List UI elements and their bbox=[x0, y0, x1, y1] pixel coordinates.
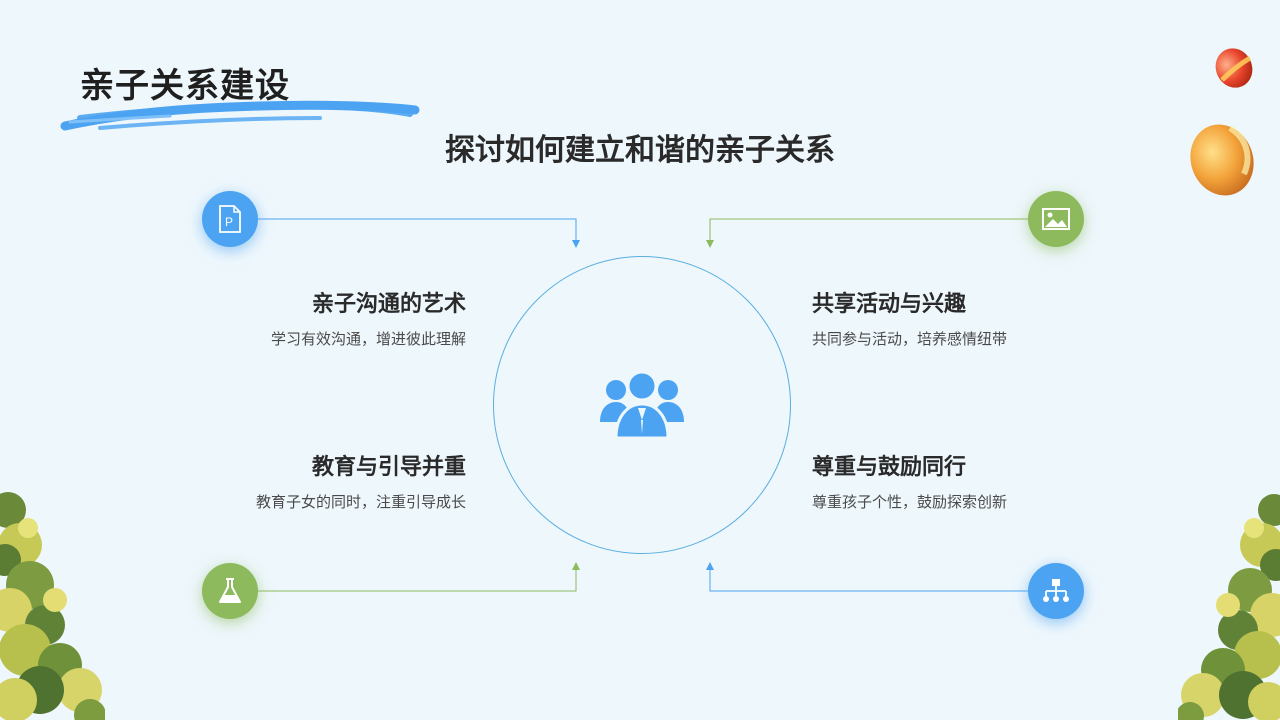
item-title: 共享活动与兴趣 bbox=[812, 292, 967, 317]
center-circle bbox=[493, 256, 791, 554]
item-desc: 学习有效沟通，增进彼此理解 bbox=[270, 330, 466, 348]
item-communication: 亲子沟通的艺术 学习有效沟通，增进彼此理解 bbox=[271, 286, 466, 349]
flask-icon bbox=[219, 578, 241, 603]
svg-text:P: P bbox=[225, 215, 233, 229]
people-group-icon bbox=[600, 370, 684, 440]
node-top-left: P bbox=[202, 191, 258, 247]
arrow-bottom-left bbox=[572, 562, 580, 570]
connector-top-right bbox=[709, 218, 1028, 245]
item-desc: 共同参与活动，培养感情纽带 bbox=[812, 330, 1008, 348]
node-top-right bbox=[1028, 191, 1084, 247]
item-title: 尊重与鼓励同行 bbox=[812, 455, 967, 480]
page-title: 亲子关系建设 bbox=[80, 66, 290, 106]
connector-top-left bbox=[258, 218, 577, 245]
balloon-red-icon bbox=[1215, 48, 1253, 88]
item-title: 亲子沟通的艺术 bbox=[311, 292, 466, 317]
page-subtitle: 探讨如何建立和谐的亲子关系 bbox=[445, 133, 835, 168]
arrow-bottom-right bbox=[706, 562, 714, 570]
item-desc: 尊重孩子个性，鼓励探索创新 bbox=[812, 493, 1008, 511]
connector-bottom-left bbox=[258, 565, 577, 592]
tree-left-icon bbox=[0, 492, 105, 720]
sitemap-icon bbox=[1043, 579, 1069, 602]
arrow-top-left bbox=[572, 240, 580, 248]
item-desc: 教育子女的同时，注重引导成长 bbox=[255, 493, 466, 511]
connector-bottom-right bbox=[709, 565, 1028, 592]
image-icon bbox=[1042, 208, 1070, 230]
node-bottom-left bbox=[202, 563, 258, 619]
tree-right-icon bbox=[1178, 494, 1280, 720]
title-brush-stroke bbox=[60, 100, 420, 131]
node-bottom-right bbox=[1028, 563, 1084, 619]
item-title: 教育与引导并重 bbox=[311, 455, 466, 480]
item-respect: 尊重与鼓励同行 尊重孩子个性，鼓励探索创新 bbox=[812, 449, 1007, 512]
powerpoint-file-icon: P bbox=[219, 205, 241, 233]
item-education: 教育与引导并重 教育子女的同时，注重引导成长 bbox=[256, 449, 466, 512]
arrow-top-right bbox=[706, 240, 714, 248]
item-shared-activities: 共享活动与兴趣 共同参与活动，培养感情纽带 bbox=[812, 286, 1007, 349]
balloon-orange-icon bbox=[1190, 124, 1254, 196]
